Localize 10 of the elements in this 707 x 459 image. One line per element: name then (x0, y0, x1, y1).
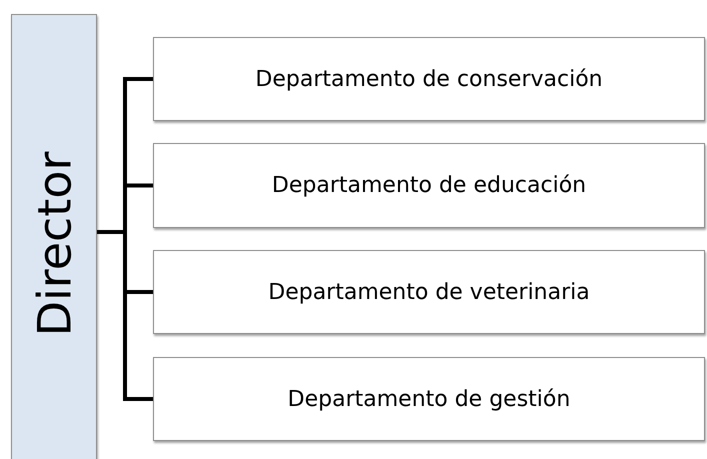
department-label: Departamento de veterinaria (268, 280, 590, 304)
director-box (11, 14, 97, 459)
department-label: Departamento de gestión (288, 386, 570, 412)
department-label: Departamento de conservación (255, 66, 603, 92)
department-label: Departamento de educación (272, 173, 586, 198)
department-box (153, 357, 705, 441)
director-label: Director (27, 152, 81, 336)
department-box (153, 143, 705, 228)
department-box (153, 37, 705, 121)
department-box (153, 250, 705, 334)
